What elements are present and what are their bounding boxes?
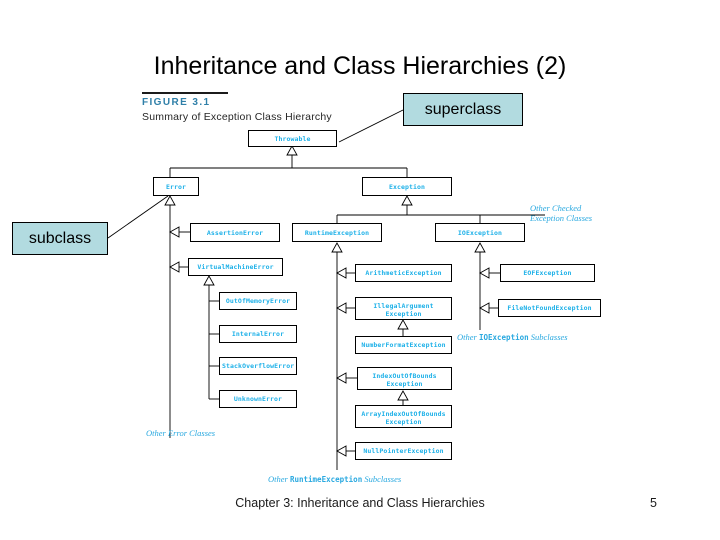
class-box-eof-exception[interactable]: EOFException (500, 264, 595, 282)
generalization-arrow-io-exception (474, 242, 486, 253)
class-label-internal-error: InternalError (231, 330, 285, 338)
class-label-exception: Exception (388, 182, 426, 191)
page-title: Inheritance and Class Hierarchies (2) (153, 52, 567, 80)
class-label-assertion-error: AssertionError (206, 228, 264, 237)
class-label-out-of-memory-error: OutOfMemoryError (225, 297, 291, 305)
annotation-other-checked-exception-classes: Other Checked Exception Classes (530, 203, 592, 223)
generalization-arrow-assertion-error (169, 226, 180, 238)
callout-subclass[interactable]: subclass (12, 222, 108, 255)
annotation-other-runtimeexception-subclasses: Other RuntimeException Subclasses (268, 474, 401, 485)
generalization-arrow-illegal-argument-exception (336, 302, 347, 314)
class-label-eof-exception: EOFException (523, 269, 572, 277)
generalization-arrow-vme-children (203, 275, 215, 286)
class-box-assertion-error[interactable]: AssertionError (190, 223, 280, 242)
class-box-error[interactable]: Error (153, 177, 199, 196)
footer-chapter-text: Chapter 3: Inheritance and Class Hierarc… (235, 496, 485, 510)
class-box-io-exception[interactable]: IOException (435, 223, 525, 242)
class-label-index-out-of-bounds-exception-line1: IndexOutOfBounds (372, 372, 437, 380)
class-label-unknown-error: UnknownError (233, 395, 283, 403)
annotation-other-checked-line2: Exception Classes (530, 213, 593, 223)
class-label-virtual-machine-error: VirtualMachineError (197, 263, 274, 271)
figure-rule-divider (142, 92, 228, 94)
figure-subtitle: Summary of Exception Class Hierarchy (142, 111, 332, 123)
class-label-error: Error (165, 182, 187, 191)
generalization-arrow-null-pointer-exception (336, 445, 347, 457)
class-label-array-index-out-of-bounds-exception-line2: Exception (385, 418, 422, 426)
class-label-illegal-argument-exception-line1: IllegalArgument (373, 302, 434, 310)
class-label-throwable: Throwable (274, 134, 311, 143)
superclass-leader-line (338, 109, 404, 143)
figure-number: FIGURE 3.1 (142, 97, 211, 108)
figure-caption: FIGURE 3.1 Summary of Exception Class Hi… (142, 92, 402, 124)
annotation-other-runtime-post: Subclasses (362, 474, 402, 484)
callout-superclass-label: superclass (424, 100, 502, 118)
generalization-arrow-virtual-machine-error (169, 261, 180, 273)
class-box-arithmetic-exception[interactable]: ArithmeticException (355, 264, 452, 282)
class-label-number-format-exception: NumberFormatException (361, 341, 446, 349)
class-box-file-not-found-exception[interactable]: FileNotFoundException (498, 299, 601, 317)
annotation-other-io-post: Subclasses (528, 332, 568, 342)
class-label-index-out-of-bounds-exception-line2: Exception (386, 380, 423, 388)
class-box-number-format-exception[interactable]: NumberFormatException (355, 336, 452, 354)
class-box-virtual-machine-error[interactable]: VirtualMachineError (188, 258, 283, 276)
generalization-arrow-throwable (286, 145, 298, 156)
class-label-io-exception: IOException (457, 228, 503, 237)
generalization-arrow-runtime-exception (331, 242, 343, 253)
generalization-arrow-eof-exception (479, 267, 490, 279)
footer-page-number: 5 (650, 496, 657, 510)
generalization-arrow-exception (401, 195, 413, 206)
generalization-arrow-array-index-out-of-bounds-exception (397, 390, 409, 401)
class-box-internal-error[interactable]: InternalError (219, 325, 297, 343)
class-label-illegal-argument-exception-line2: Exception (385, 310, 422, 318)
annotation-other-checked-line1: Other Checked (530, 203, 582, 213)
class-label-file-not-found-exception: FileNotFoundException (507, 304, 592, 312)
class-label-arithmetic-exception: ArithmeticException (365, 269, 442, 277)
class-box-runtime-exception[interactable]: RuntimeException (292, 223, 382, 242)
generalization-arrow-number-format-exception (397, 319, 409, 330)
generalization-arrow-file-not-found-exception (479, 302, 490, 314)
annotation-other-runtime-pre: Other (268, 474, 290, 484)
annotation-other-error-label: Other Error Classes (146, 428, 216, 438)
annotation-other-ioexception-subclasses: Other IOException Subclasses (457, 332, 568, 343)
class-box-unknown-error[interactable]: UnknownError (219, 390, 297, 408)
class-box-exception[interactable]: Exception (362, 177, 452, 196)
annotation-other-io-pre: Other (457, 332, 479, 342)
class-label-array-index-out-of-bounds-exception-line1: ArrayIndexOutOfBounds (361, 410, 446, 418)
callout-subclass-label: subclass (28, 229, 92, 247)
annotation-other-io-mono: IOException (478, 333, 529, 342)
class-label-null-pointer-exception: NullPointerException (363, 447, 444, 455)
class-box-index-out-of-bounds-exception[interactable]: IndexOutOfBounds Exception (357, 367, 452, 390)
callout-superclass[interactable]: superclass (403, 93, 523, 126)
class-box-throwable[interactable]: Throwable (248, 130, 337, 147)
class-label-runtime-exception: RuntimeException (304, 228, 370, 237)
class-box-null-pointer-exception[interactable]: NullPointerException (355, 442, 452, 460)
class-box-array-index-out-of-bounds-exception[interactable]: ArrayIndexOutOfBounds Exception (355, 405, 452, 428)
class-label-stack-overflow-error: StackOverflowError (222, 362, 295, 370)
generalization-arrow-arithmetic-exception (336, 267, 347, 279)
subclass-leader-line (107, 195, 169, 239)
annotation-other-runtime-mono: RuntimeException (289, 475, 363, 484)
generalization-arrow-index-out-of-bounds-exception (336, 372, 347, 384)
class-box-out-of-memory-error[interactable]: OutOfMemoryError (219, 292, 297, 310)
class-box-stack-overflow-error[interactable]: StackOverflowError (219, 357, 297, 375)
annotation-other-error-classes: Other Error Classes (146, 428, 215, 438)
class-box-illegal-argument-exception[interactable]: IllegalArgument Exception (355, 297, 452, 320)
